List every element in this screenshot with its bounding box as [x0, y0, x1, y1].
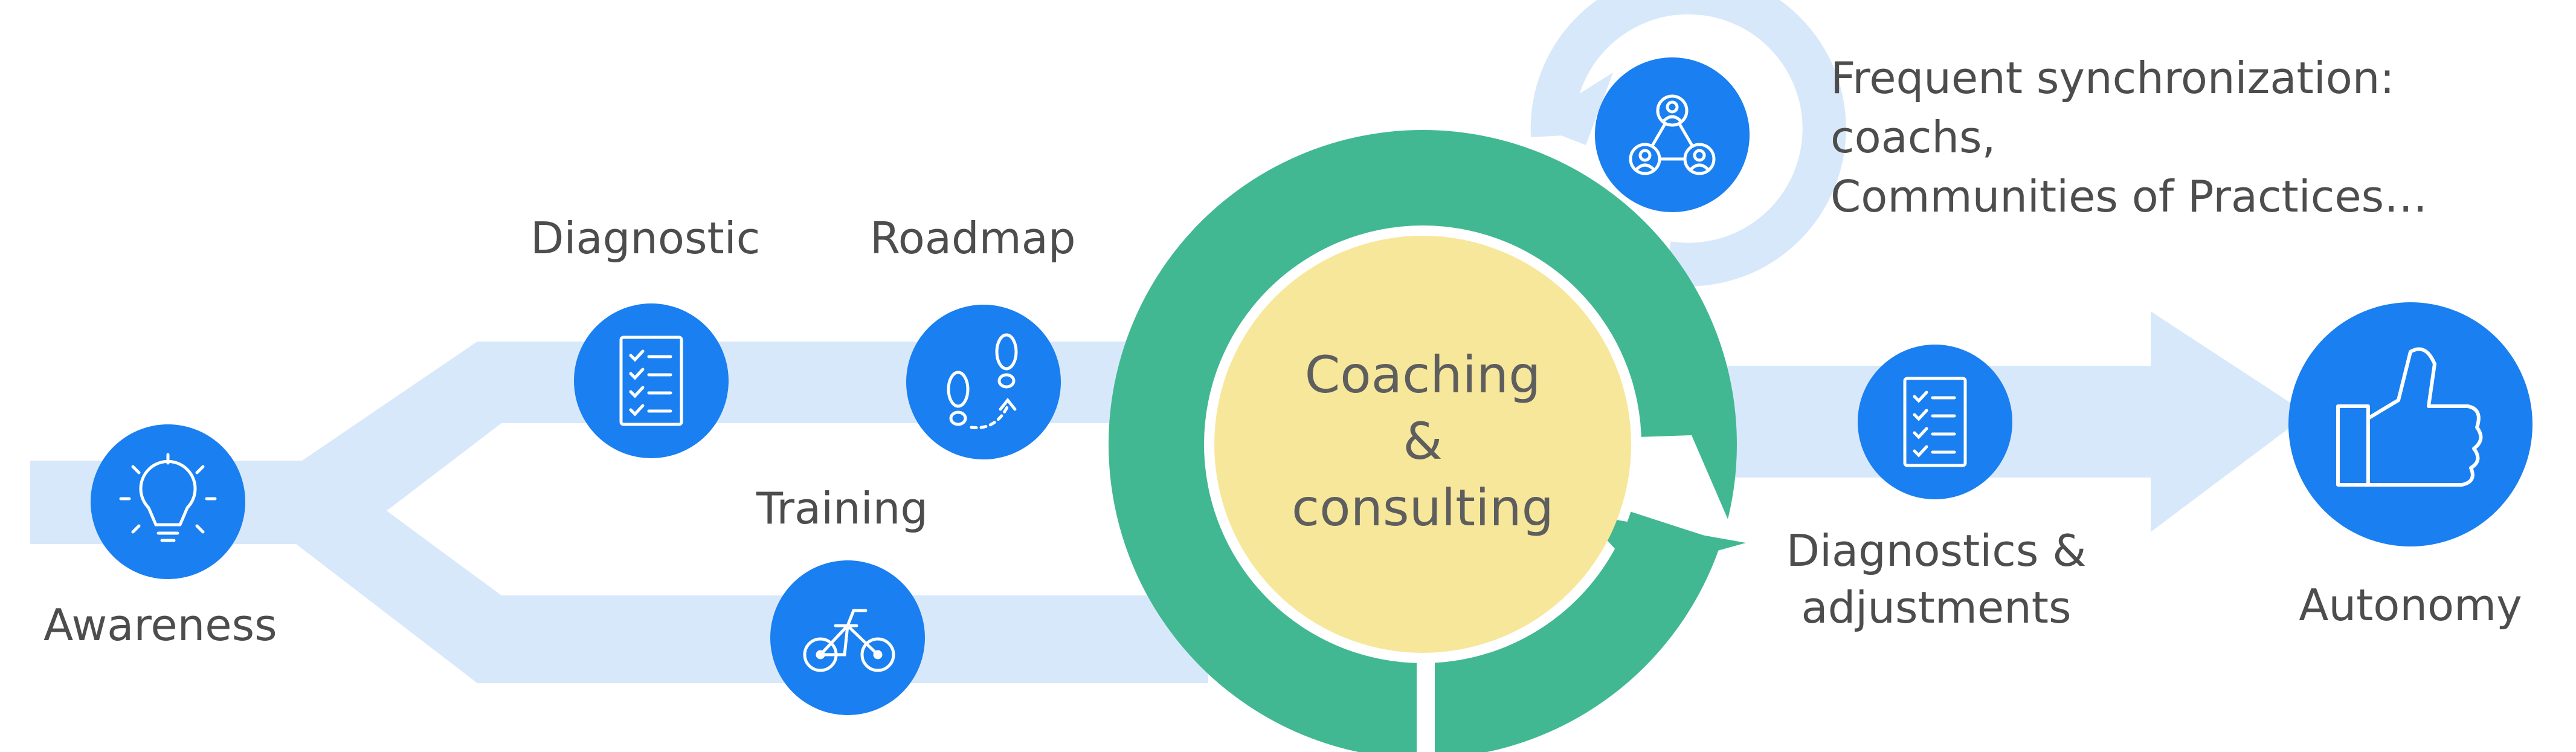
- sync-loop-arrow: [1530, 0, 1846, 287]
- roadmap-label: Roadmap: [870, 213, 1076, 264]
- people-network-icon: [1629, 94, 1716, 175]
- adjustments-label: Diagnostics & adjustments: [1773, 523, 2099, 636]
- training-label: Training: [756, 483, 929, 534]
- sync-node: [1595, 57, 1750, 212]
- diagnostic-label: Diagnostic: [530, 213, 761, 264]
- adjustments-node: [1858, 345, 2012, 499]
- coaching-consulting-cycle: [1109, 130, 1746, 752]
- awareness-node: [91, 424, 245, 579]
- autonomy-node: [2288, 302, 2533, 546]
- center-label-line3: consulting: [1292, 478, 1554, 537]
- awareness-label: Awareness: [43, 600, 277, 650]
- ring-arrowhead: [1583, 514, 1746, 573]
- checklist-icon: [619, 335, 683, 426]
- sync-label-line1: Frequent synchronization:: [1831, 53, 2395, 103]
- center-label-line2: &: [1403, 412, 1443, 471]
- diagnostic-node: [574, 303, 729, 458]
- thumbs-up-icon: [2336, 347, 2483, 487]
- bicycle-icon: [803, 609, 895, 672]
- training-node: [770, 560, 925, 715]
- coaching-core: [1214, 236, 1631, 653]
- sync-label-line3: Communities of Practices…: [1831, 171, 2428, 222]
- adjustments-label-line2: adjustments: [1801, 582, 2072, 633]
- adjustments-label-line1: Diagnostics &: [1786, 525, 2087, 576]
- roadmap-node: [906, 305, 1061, 459]
- sync-label: Frequent synchronization: coachs, Commun…: [1831, 48, 2427, 226]
- autonomy-label: Autonomy: [2299, 580, 2522, 630]
- center-label: Coaching & consulting: [1241, 342, 1604, 541]
- lightbulb-icon: [119, 453, 217, 542]
- center-label-line1: Coaching: [1304, 345, 1541, 404]
- sync-label-line2: coachs,: [1831, 112, 1996, 163]
- checklist-icon: [1903, 377, 1967, 467]
